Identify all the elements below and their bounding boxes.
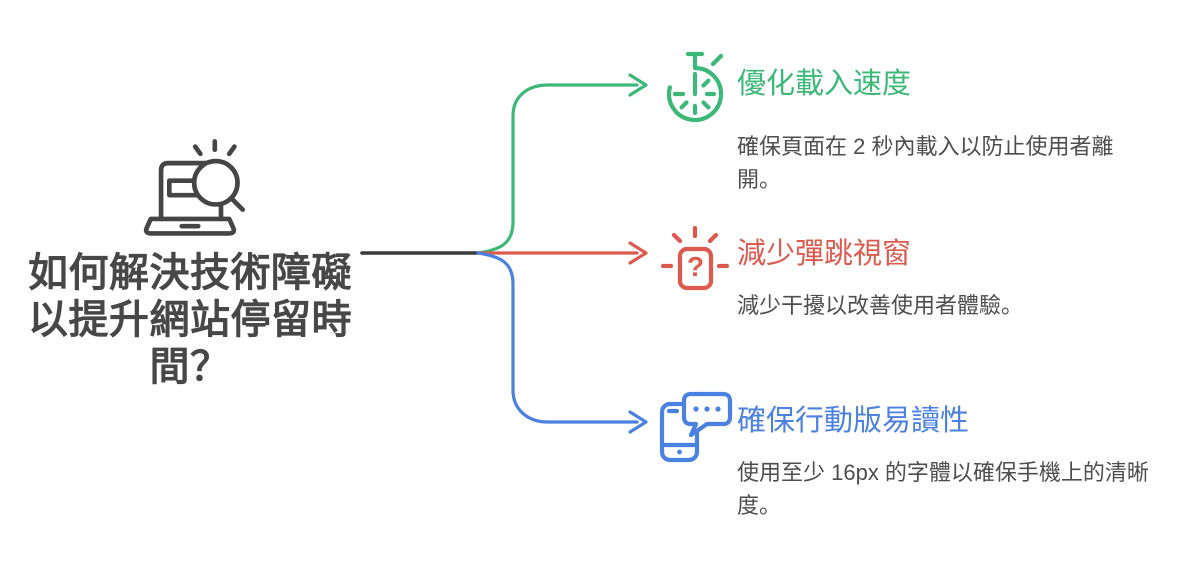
central-topic-title-line: 間？ bbox=[149, 345, 231, 389]
description-line: 開。 bbox=[737, 167, 782, 192]
branch-description-reduce-popups: 減少干擾以改善使用者體驗。 bbox=[737, 289, 1023, 322]
arrowhead-green bbox=[628, 73, 648, 97]
branch-description-mobile-readability: 使用至少 16px 的字體以確保手機上的清晰 度。 bbox=[737, 456, 1149, 522]
branch-line-green bbox=[476, 83, 639, 255]
branch-title-optimize-loading-speed: 優化載入速度 bbox=[737, 68, 912, 100]
arrowhead-red bbox=[628, 241, 648, 265]
branch-line-blue bbox=[476, 251, 639, 424]
central-topic-title-line: 如何解決技術障礙 bbox=[28, 251, 352, 295]
description-line: 使用至少 16px 的字體以確保手機上的清晰 bbox=[737, 460, 1149, 485]
phone-chat-icon bbox=[659, 391, 733, 463]
stopwatch-icon bbox=[666, 51, 724, 123]
description-line: 減少干擾以改善使用者體驗。 bbox=[737, 293, 1024, 318]
central-topic-title: 如何解決技術障礙 以提升網站停留時 間？ bbox=[6, 250, 374, 391]
question-mark-glyph: ? bbox=[687, 251, 704, 282]
description-line: 確保頁面在 2 秒內載入以防止使用者離 bbox=[737, 134, 1114, 159]
central-topic-title-line: 以提升網站停留時 bbox=[28, 298, 352, 342]
branch-title-mobile-readability: 確保行動版易讀性 bbox=[737, 405, 970, 437]
arrowhead-blue bbox=[628, 410, 648, 434]
description-line: 度。 bbox=[737, 493, 782, 518]
laptop-search-icon bbox=[143, 139, 246, 236]
alert-popup-icon: ? bbox=[660, 225, 730, 291]
branch-title-reduce-popups: 減少彈跳視窗 bbox=[737, 238, 912, 270]
branch-description-optimize-loading-speed: 確保頁面在 2 秒內載入以防止使用者離 開。 bbox=[737, 130, 1113, 196]
